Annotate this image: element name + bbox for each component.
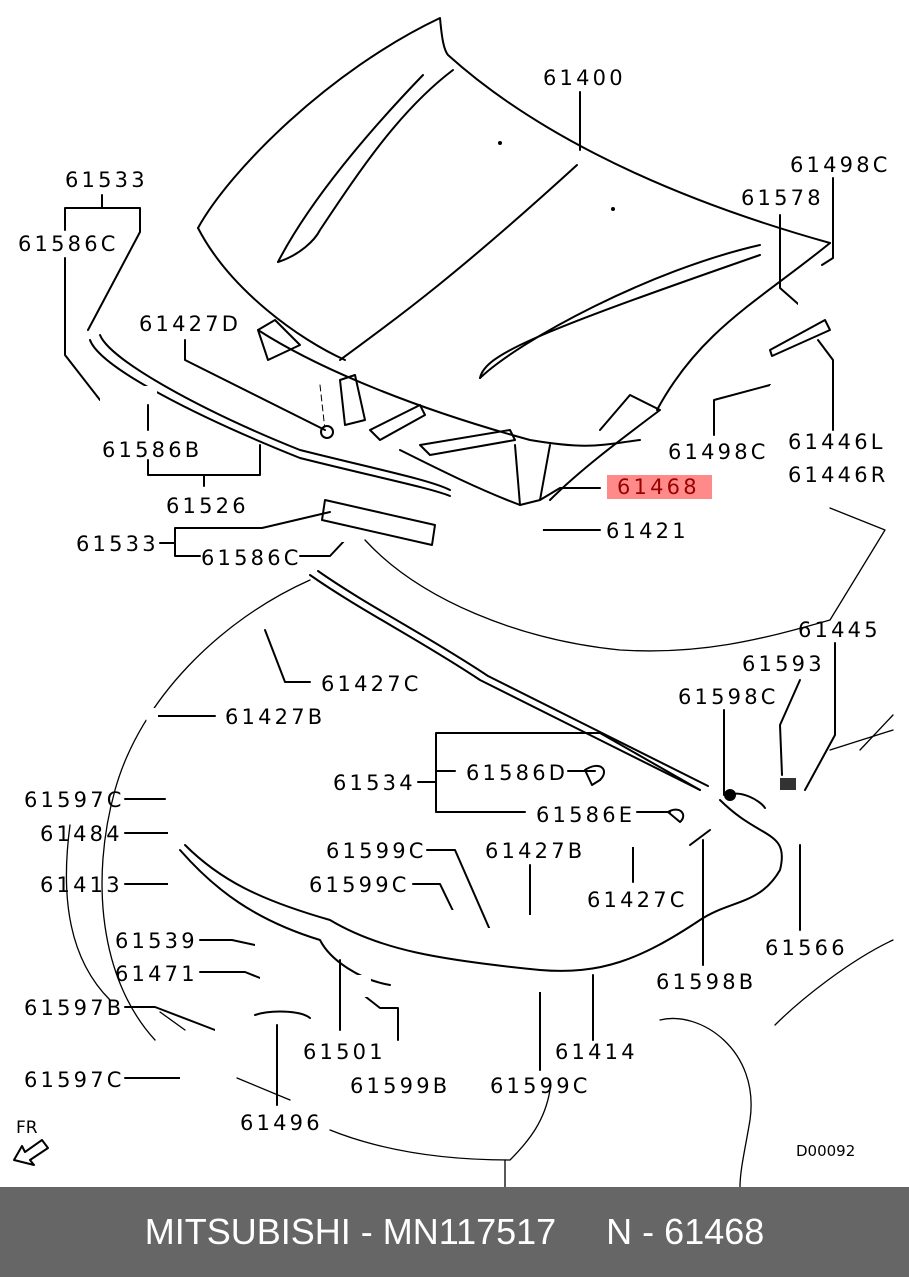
part-label-61427D[interactable]: 61427D (139, 312, 242, 336)
part-label-61427B[interactable]: 61427B (225, 705, 326, 729)
part-label-61586C[interactable]: 61586C (201, 546, 302, 570)
part-label-61446R[interactable]: 61446R (788, 463, 889, 487)
part-label-61501[interactable]: 61501 (303, 1040, 386, 1064)
part-label-61586E[interactable]: 61586E (536, 803, 636, 827)
part-label-61427C[interactable]: 61427C (587, 888, 688, 912)
leader-lines (64, 91, 836, 1106)
part-label-61496[interactable]: 61496 (240, 1111, 323, 1135)
hardware-parts (100, 270, 831, 1084)
part-label-61586B[interactable]: 61586B (102, 438, 203, 462)
part-label-61533[interactable]: 61533 (65, 168, 148, 192)
part-label-61599C[interactable]: 61599C (490, 1074, 591, 1098)
part-label-61471[interactable]: 61471 (115, 962, 198, 986)
front-direction-arrow-icon (13, 1139, 49, 1166)
part-label-61598C[interactable]: 61598C (678, 685, 779, 709)
part-label-61578[interactable]: 61578 (741, 186, 824, 210)
part-label-61498C[interactable]: 61498C (668, 440, 769, 464)
front-direction-label: FR (16, 1118, 38, 1138)
part-label-61598B[interactable]: 61598B (656, 970, 757, 994)
part-label-61586C[interactable]: 61586C (18, 232, 119, 256)
body-outline (65, 507, 894, 1187)
part-label-61586D[interactable]: 61586D (466, 761, 569, 785)
part-label-61468-highlighted[interactable]: 61468 (607, 475, 712, 499)
part-label-61534[interactable]: 61534 (333, 771, 416, 795)
part-label-61566[interactable]: 61566 (765, 936, 848, 960)
footer-part-info: MITSUBISHI - MN117517 N - 61468 (144, 1211, 765, 1252)
part-label-61539[interactable]: 61539 (115, 929, 198, 953)
part-label-61593[interactable]: 61593 (742, 652, 825, 676)
part-label-61427C[interactable]: 61427C (321, 672, 422, 696)
part-label-61445[interactable]: 61445 (798, 618, 881, 642)
seal-and-cable (89, 334, 783, 986)
part-label-61400[interactable]: 61400 (543, 66, 626, 90)
hood-panel (197, 17, 831, 506)
part-label-61498C[interactable]: 61498C (790, 153, 891, 177)
diagram-code: D00092 (796, 1142, 856, 1160)
part-label-61597B[interactable]: 61597B (24, 996, 125, 1020)
part-label-61599B[interactable]: 61599B (350, 1074, 451, 1098)
part-label-61597C[interactable]: 61597C (24, 788, 125, 812)
part-label-61421[interactable]: 61421 (606, 519, 689, 543)
footer-bar: MITSUBISHI - MN117517 N - 61468 (0, 1187, 909, 1277)
part-label-61413[interactable]: 61413 (40, 873, 123, 897)
part-label-61414[interactable]: 61414 (555, 1040, 638, 1064)
part-label-61599C[interactable]: 61599C (309, 873, 410, 897)
part-label-61526[interactable]: 61526 (166, 494, 249, 518)
part-label-61446L[interactable]: 61446L (788, 430, 886, 454)
part-label-61484[interactable]: 61484 (40, 822, 123, 846)
part-label-61597C[interactable]: 61597C (24, 1068, 125, 1092)
part-label-61533[interactable]: 61533 (76, 532, 159, 556)
part-label-61599C[interactable]: 61599C (326, 839, 427, 863)
diagram-line-art (13, 17, 894, 1187)
part-label-61427B[interactable]: 61427B (485, 839, 586, 863)
